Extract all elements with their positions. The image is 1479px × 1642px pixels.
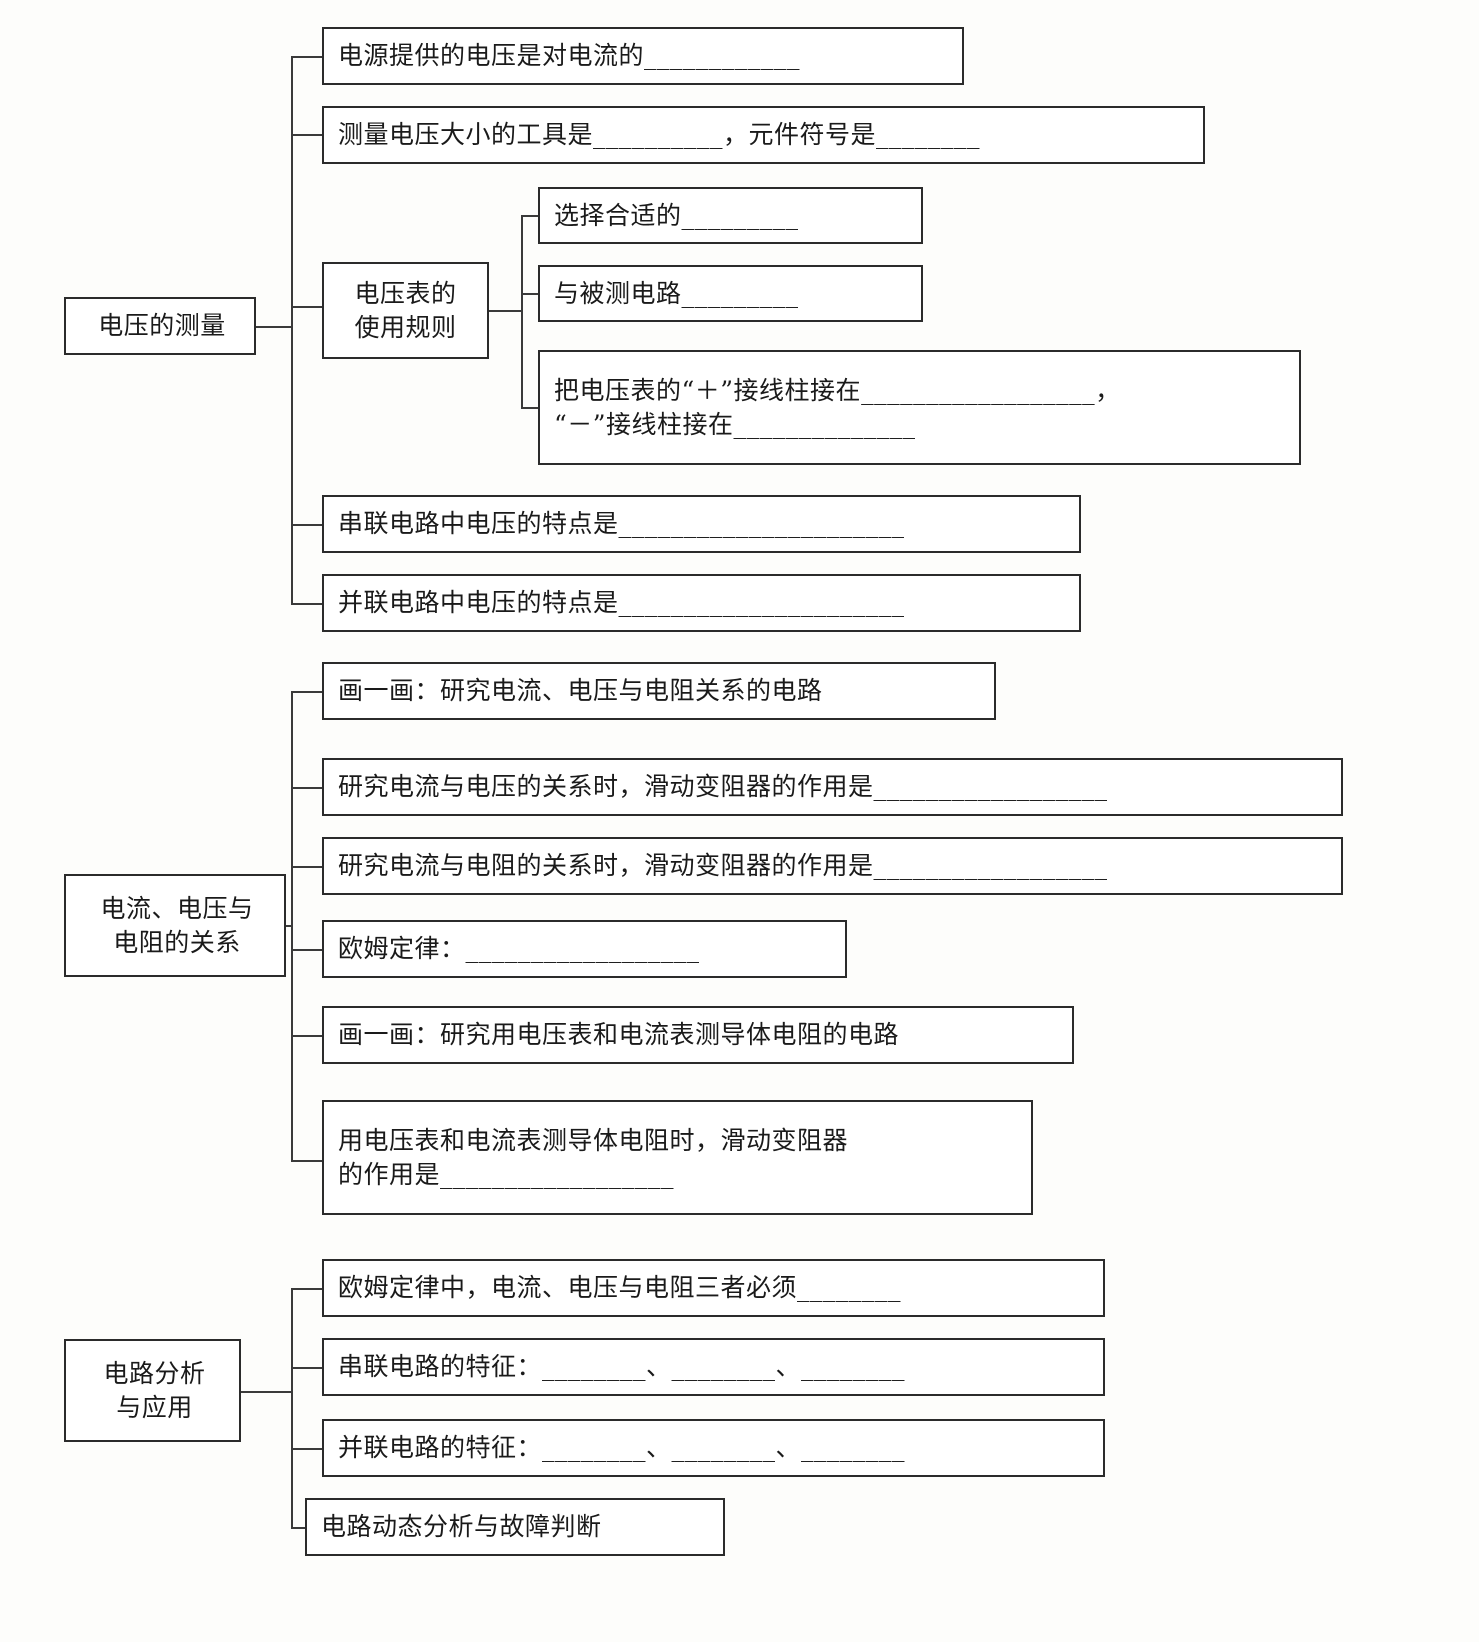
node-b2-c1[interactable]: 画一画：研究电流、电压与电阻关系的电路 (322, 662, 996, 720)
connector-subspine-1-3 (521, 215, 523, 407)
connector-stub-3-1 (291, 1288, 323, 1290)
node-text: 研究电流与电阻的关系时，滑动变阻器的作用是__________________ (338, 851, 1108, 881)
node-text: 研究电流与电压的关系时，滑动变阻器的作用是__________________ (338, 772, 1108, 802)
node-text: 电源提供的电压是对电流的____________ (338, 41, 801, 71)
node-b1-c3-g2[interactable]: 与被测电路_________ (538, 265, 923, 322)
node-text: 把电压表的“＋”接线柱接在__________________， “－”接线柱接… (554, 376, 1121, 439)
node-b1-c3-g1[interactable]: 选择合适的_________ (538, 187, 923, 244)
node-text: 欧姆定律：__________________ (338, 934, 700, 964)
node-text: 与被测电路_________ (554, 278, 799, 308)
connector-stub-1-5 (291, 603, 323, 605)
connector-substub-1-3-3 (521, 407, 539, 409)
node-text: 欧姆定律中，电流、电压与电阻三者必须________ (338, 1273, 902, 1303)
node-b1-c2[interactable]: 测量电压大小的工具是__________，元件符号是________ (322, 106, 1205, 164)
node-text: 并联电路中电压的特点是______________________ (338, 588, 905, 618)
connector-substub-1-3-2 (521, 293, 539, 295)
connector-stub-1-2 (291, 134, 323, 136)
node-b2-c4[interactable]: 欧姆定律：__________________ (322, 920, 847, 978)
connector-root-stub-3 (241, 1391, 293, 1393)
root-label: 电流、电压与 电阻的关系 (100, 894, 254, 957)
node-b2-c5[interactable]: 画一画：研究用电压表和电流表测导体电阻的电路 (322, 1006, 1074, 1064)
node-b3-c3[interactable]: 并联电路的特征：________、________、________ (322, 1419, 1105, 1477)
node-b1-c5[interactable]: 并联电路中电压的特点是______________________ (322, 574, 1081, 632)
node-text: 电压表的 使用规则 (354, 279, 457, 342)
node-text: 画一画：研究用电压表和电流表测导体电阻的电路 (338, 1020, 900, 1050)
node-text: 选择合适的_________ (554, 200, 799, 230)
node-b2-c6[interactable]: 用电压表和电流表测导体电阻时，滑动变阻器 的作用是_______________… (322, 1100, 1033, 1215)
connector-stub-2-6 (291, 1160, 323, 1162)
node-b1-c4[interactable]: 串联电路中电压的特点是______________________ (322, 495, 1081, 553)
root-node-voltage-measurement[interactable]: 电压的测量 (64, 297, 256, 355)
connector-root-stub-1 (256, 326, 293, 328)
node-b3-c1[interactable]: 欧姆定律中，电流、电压与电阻三者必须________ (322, 1259, 1105, 1317)
node-text: 串联电路的特征：________、________、________ (338, 1352, 906, 1382)
node-b2-c2[interactable]: 研究电流与电压的关系时，滑动变阻器的作用是__________________ (322, 758, 1343, 816)
connector-stub-2-5 (291, 1035, 323, 1037)
connector-stub-2-1 (291, 691, 323, 693)
connector-stub-2-2 (291, 787, 323, 789)
node-text: 测量电压大小的工具是__________，元件符号是________ (338, 120, 981, 150)
node-b2-c3[interactable]: 研究电流与电阻的关系时，滑动变阻器的作用是__________________ (322, 837, 1343, 895)
node-b1-c1[interactable]: 电源提供的电压是对电流的____________ (322, 27, 964, 85)
connector-stub-2-3 (291, 866, 323, 868)
connector-stub-1-1 (291, 56, 323, 58)
connector-spine-3 (291, 1288, 293, 1528)
connector-substub-1-3-1 (521, 215, 539, 217)
node-b3-c4[interactable]: 电路动态分析与故障判断 (305, 1498, 725, 1556)
connector-root-stub-2 (285, 925, 293, 927)
node-text: 并联电路的特征：________、________、________ (338, 1433, 906, 1463)
node-b1-c3[interactable]: 电压表的 使用规则 (322, 262, 489, 359)
connector-stub-1-4 (291, 524, 323, 526)
connector-substub-1-3-root (489, 310, 522, 312)
node-text: 串联电路中电压的特点是______________________ (338, 509, 905, 539)
connector-stub-3-3 (291, 1448, 323, 1450)
connector-stub-3-2 (291, 1367, 323, 1369)
root-label: 电压的测量 (98, 311, 226, 341)
connector-spine-1 (291, 56, 293, 604)
node-text: 画一画：研究电流、电压与电阻关系的电路 (338, 676, 823, 706)
node-b1-c3-g3[interactable]: 把电压表的“＋”接线柱接在__________________， “－”接线柱接… (538, 350, 1301, 465)
root-node-current-voltage-resistance[interactable]: 电流、电压与 电阻的关系 (64, 874, 286, 977)
root-label: 电路分析 与应用 (103, 1359, 206, 1422)
connector-stub-1-3 (291, 306, 322, 308)
connector-stub-2-4 (291, 949, 323, 951)
node-text: 用电压表和电流表测导体电阻时，滑动变阻器 的作用是_______________… (338, 1126, 849, 1189)
node-b3-c2[interactable]: 串联电路的特征：________、________、________ (322, 1338, 1105, 1396)
node-text: 电路动态分析与故障判断 (321, 1512, 602, 1542)
root-node-circuit-analysis[interactable]: 电路分析 与应用 (64, 1339, 241, 1442)
